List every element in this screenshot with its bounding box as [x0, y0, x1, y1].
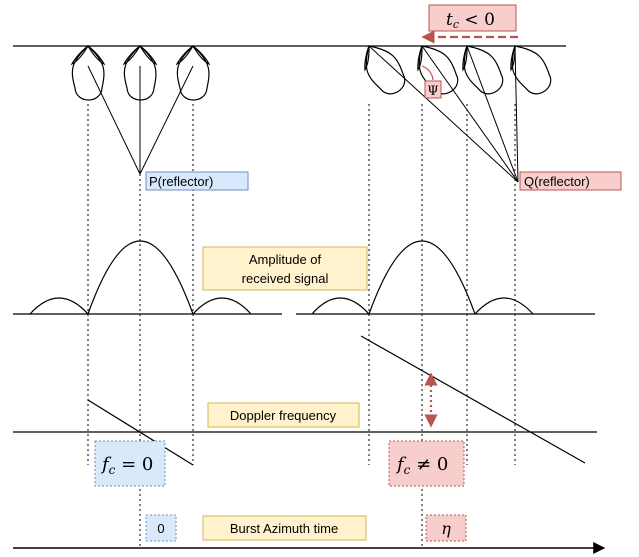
svg-text:tc < 0: tc < 0 [446, 10, 495, 31]
fc-nonzero-rest: ≠ 0 [410, 454, 448, 475]
antenna-beam-q-1-sidelobe [364, 45, 370, 72]
antenna-beam-p-3-sidelobe-left [175, 45, 194, 66]
antenna-beam-q-2-sidelobe [417, 45, 423, 72]
amplitude-label-box: Amplitude of received signal [202, 246, 368, 291]
antenna-beam-p-1 [71, 45, 105, 101]
antenna-beam-q-3 [463, 45, 504, 95]
amplitude-sidelobe-q-right [474, 297, 534, 315]
antenna-beam-p-2-sidelobe-left [122, 45, 141, 66]
fc-nonzero-sub: c [404, 463, 411, 477]
tc-label-t: t [446, 10, 453, 30]
doppler-line-q [360, 335, 586, 464]
antenna-beam-q-4 [511, 45, 552, 95]
fc-zero-rest: = 0 [115, 454, 153, 475]
eta-box: η [425, 514, 467, 542]
psi-label: Ψ [427, 84, 438, 99]
amplitude-sidelobe-p-right [192, 297, 252, 315]
burst-time-label: Burst Azimuth time [230, 521, 338, 536]
amplitude-mainlobe-p [87, 240, 194, 315]
p-reflector-label: P(reflector) [149, 174, 213, 189]
q-reflector-box: Q(reflector) [519, 171, 622, 191]
antenna-beam-p-3 [176, 45, 210, 101]
antenna-beam-q-1 [365, 45, 406, 95]
rays-to-q [368, 45, 519, 183]
psi-label-box: Ψ [424, 80, 442, 99]
rays-to-p [87, 65, 194, 175]
burst-time-label-box: Burst Azimuth time [202, 515, 367, 541]
time-zero-label: 0 [157, 521, 164, 536]
time-zero-box: 0 [145, 514, 177, 542]
eta-label: η [441, 519, 451, 538]
squint-angle-arc [421, 65, 434, 81]
doppler-line-p [87, 399, 194, 466]
antenna-beam-q-4-sidelobe [510, 45, 516, 72]
ray-q-3 [466, 45, 519, 183]
tc-label-box: tc < 0 [428, 4, 517, 32]
antenna-beam-q-2 [418, 45, 459, 95]
antenna-beam-q-3-sidelobe [462, 45, 468, 72]
doppler-label-box: Doppler frequency [207, 402, 360, 428]
antenna-beams-q [364, 45, 552, 95]
amplitude-curves [29, 240, 534, 315]
amplitude-label-line1: Amplitude of [249, 252, 322, 267]
q-reflector-label: Q(reflector) [524, 174, 590, 189]
ray-p-3 [139, 65, 194, 175]
antenna-beams-p [70, 45, 211, 101]
ray-q-2 [421, 45, 519, 183]
p-reflector-box: P(reflector) [145, 171, 249, 191]
fc-zero-sub: c [109, 463, 116, 477]
tc-label-rest: < 0 [459, 10, 495, 30]
amplitude-mainlobe-q [368, 240, 476, 315]
fc-zero-box: fc = 0 [94, 440, 166, 487]
tc-label-sub: c [453, 18, 459, 31]
ray-p-1 [87, 65, 141, 175]
ray-q-4 [514, 45, 519, 183]
amplitude-label-line2: received signal [242, 271, 329, 286]
antenna-beam-p-1-sidelobe-left [70, 45, 89, 66]
fc-nonzero-box: fc ≠ 0 [388, 440, 465, 487]
amplitude-sidelobe-q-left [311, 297, 370, 315]
svg-text:fc ≠ 0: fc ≠ 0 [395, 454, 448, 477]
svg-text:fc = 0: fc = 0 [100, 454, 153, 477]
antenna-beam-p-1-sidelobe-right [87, 45, 106, 66]
amplitude-sidelobe-p-left [29, 297, 89, 315]
antenna-beam-p-3-sidelobe-right [192, 45, 211, 66]
antenna-beam-p-2-sidelobe-right [139, 45, 158, 66]
ray-q-1 [368, 45, 519, 183]
doppler-label: Doppler frequency [230, 408, 337, 423]
